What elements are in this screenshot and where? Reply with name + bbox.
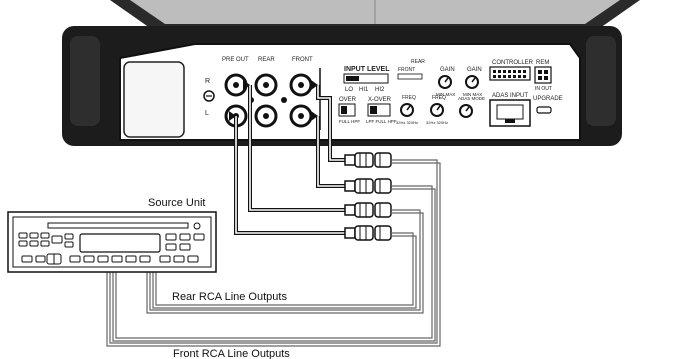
gain1-label: GAIN [440,67,455,73]
source-cables [106,159,441,347]
rca-cables [234,85,345,235]
gain2-label: GAIN [467,67,482,73]
front-rear-switch[interactable] [397,73,423,80]
rem-port[interactable] [534,66,552,84]
source-display [79,233,161,253]
freq2-knob-icon[interactable] [430,103,444,117]
adas-mode-label: ADAS MODE [458,96,485,101]
upgrade-port-icon[interactable] [536,106,552,114]
left-channel-label: L [205,110,209,117]
pre-out-r-jack [224,73,248,97]
rear-small-label: REAR [411,59,425,65]
x-over-range: LPF FULL HPF [366,119,397,124]
gain2-range: MIN MAX [463,92,482,97]
controller-port[interactable] [489,66,531,81]
right-channel-label: R [205,78,210,85]
pre-out-label: PRE OUT [222,57,249,63]
rca-plug-front-r-icon [344,152,374,168]
preset-buttons[interactable] [21,255,199,263]
amplifier [62,0,640,146]
freq1-knob-icon[interactable] [400,103,414,117]
adas-mode-knob-icon[interactable] [459,104,473,118]
source-unit [7,211,217,273]
front-small-label: FRONT [398,67,415,73]
input-level-lo: LO [345,87,353,93]
rear-l-jack [254,104,278,128]
controller-label: CONTROLLER [492,60,534,66]
source-buttons-left[interactable] [18,232,74,248]
cable-arrow-icons [229,80,318,121]
source-buttons-right[interactable] [165,233,205,251]
x-over-label: X-OVER [368,97,392,103]
front-r-jack [289,73,313,97]
input-level-hi1: HI1 [359,87,369,93]
input-level-switch[interactable] [343,73,389,84]
rca-plug-rear-l-icon [344,225,374,241]
jack-divider-dot [281,97,287,103]
rca-plug-mate-rear-r-icon [374,202,392,218]
volume-knob-icon[interactable] [46,253,62,265]
over-range: FULL HPF [339,119,360,124]
rear-r-jack [254,73,278,97]
rear-outputs-label: Rear RCA Line Outputs [172,291,287,303]
rear-label: REAR [258,57,275,63]
input-level-hi2: HI2 [375,87,385,93]
gain1-range: MIN MAX [436,92,455,97]
freq2-label: FREQ [432,95,446,101]
front-label: FRONT [292,57,313,63]
eject-knob-icon[interactable] [193,222,201,230]
front-outputs-label: Front RCA Line Outputs [173,348,290,359]
adas-input-label: ADAS INPUT [492,93,528,99]
rca-plug-mate-front-l-icon [374,178,392,194]
front-l-jack [289,104,313,128]
freq2-range: 32Hz 320Hz [426,120,448,125]
over-label: OVER [339,97,357,103]
input-level-label: INPUT LEVEL [344,66,390,73]
rem-label: REM [536,60,549,66]
rca-plug-front-l-icon [344,178,374,194]
freq1-range: 32Hz 320Hz [396,120,418,125]
gain1-knob-icon[interactable] [438,75,452,89]
freq1-label: FREQ [402,95,416,101]
rca-plug-mate-front-r-icon [374,152,392,168]
ground-screw-icon [203,90,215,102]
cd-slot [47,222,189,229]
rem-in-out: IN OUT [535,86,552,92]
gain2-knob-icon[interactable] [465,75,479,89]
rca-plug-rear-r-icon [344,202,374,218]
rca-plug-mate-rear-l-icon [374,225,392,241]
upgrade-label: UPGRADE [533,96,563,102]
source-unit-label: Source Unit [148,197,205,209]
